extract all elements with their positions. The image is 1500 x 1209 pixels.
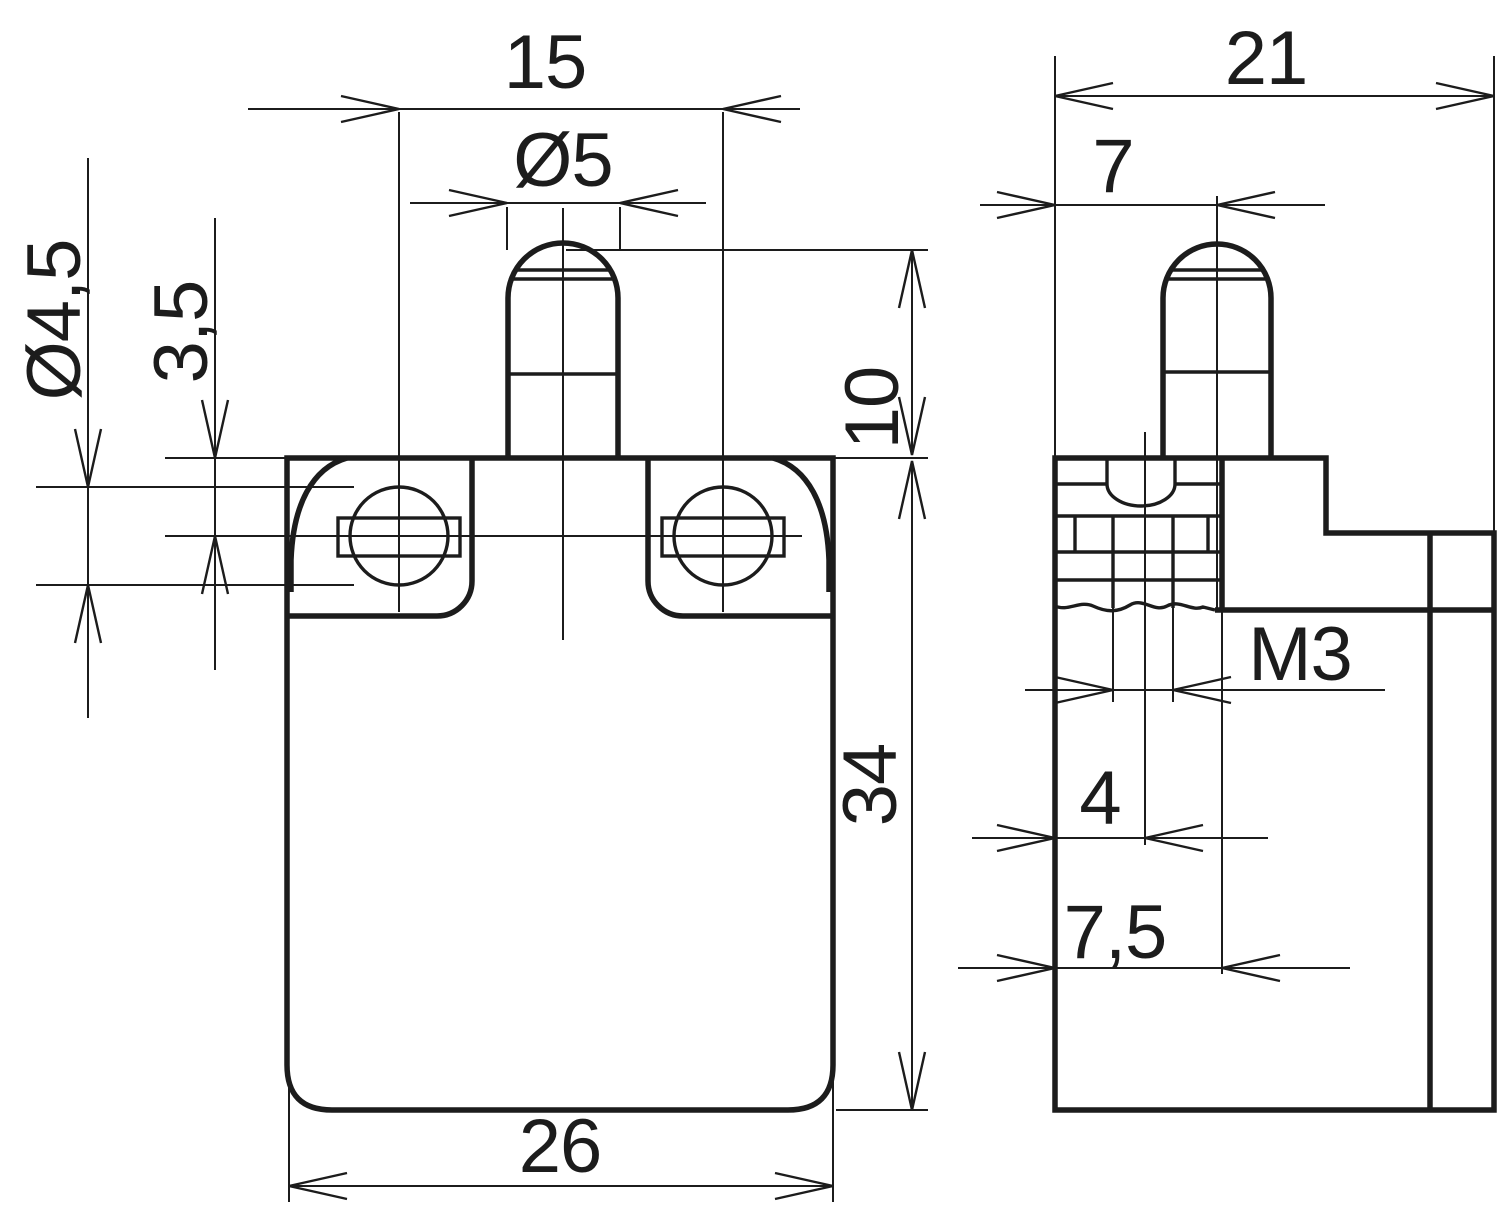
dim-label-plunger-diameter: Ø5	[513, 118, 612, 203]
dim-label-body-width: 26	[519, 1104, 602, 1189]
arrowhead	[1435, 81, 1495, 111]
front-screw-pocket-left	[288, 455, 475, 619]
dim-label-body-height: 34	[828, 744, 913, 827]
dim-label-thread-axis-offset: 4	[1079, 756, 1120, 841]
dim-terminal-thread: M3	[1025, 608, 1385, 705]
dim-thread-axis-offset: 4	[972, 756, 1268, 853]
arrowhead	[448, 188, 508, 218]
arrowhead	[996, 190, 1056, 220]
arrowhead	[200, 535, 230, 595]
arrowhead	[1216, 190, 1276, 220]
front-plunger	[505, 208, 621, 640]
arrowhead	[897, 249, 927, 309]
arrowhead	[897, 1051, 927, 1111]
dim-compartment-depth: 7,5	[958, 612, 1350, 983]
dim-body-width: 26	[288, 1075, 834, 1202]
arrowhead	[996, 953, 1056, 983]
pocket-left-inner	[436, 458, 475, 619]
arrowhead	[73, 428, 103, 488]
dim-screw-head-diameter: Ø4,5	[12, 158, 354, 718]
arrowhead	[1172, 675, 1232, 705]
arrowhead	[619, 188, 679, 218]
arrowhead	[1054, 81, 1114, 111]
dim-overall-depth: 21	[1054, 16, 1495, 531]
dim-plunger-height: 10	[566, 249, 928, 459]
arrowhead	[1221, 953, 1281, 983]
dim-label-plunger-height: 10	[830, 367, 915, 450]
dim-plunger-axis-offset: 7	[980, 124, 1325, 220]
arrowhead	[722, 94, 782, 124]
side-view	[1052, 196, 1497, 1113]
pocket-left-outer-curve	[288, 455, 348, 592]
arrowhead	[897, 396, 927, 456]
dim-label-overall-depth: 21	[1225, 16, 1308, 101]
arrowhead	[200, 399, 230, 459]
dim-plunger-diameter: Ø5	[410, 118, 706, 250]
dim-label-screw-spacing: 15	[504, 20, 587, 105]
dim-label-plunger-axis-offset: 7	[1092, 124, 1133, 209]
arrowhead	[288, 1171, 348, 1201]
arrowhead	[73, 584, 103, 644]
side-plunger	[1160, 196, 1274, 610]
dim-screw-spacing: 15	[248, 20, 800, 124]
front-view	[165, 112, 836, 1113]
side-body-outline	[1052, 455, 1497, 1113]
screw-recess-cup	[1105, 458, 1177, 508]
arrowhead	[340, 94, 400, 124]
dim-screw-axis-offset: 3,5	[139, 218, 289, 670]
pocket-right-inner	[645, 458, 684, 619]
arrowhead	[1144, 823, 1204, 853]
dim-label-screw-axis-offset: 3,5	[139, 281, 224, 384]
dim-label-compartment-depth: 7,5	[1064, 890, 1167, 975]
front-body-outline	[284, 455, 836, 1113]
arrowhead	[774, 1171, 834, 1201]
dim-label-terminal-thread: M3	[1248, 612, 1352, 697]
dim-body-height: 34	[828, 460, 928, 1111]
front-screw-pocket-right	[645, 455, 832, 619]
terminal-block	[1055, 432, 1225, 845]
dim-label-screw-head-diameter: Ø4,5	[12, 240, 97, 401]
pocket-right-outer-curve	[772, 455, 832, 592]
arrowhead	[897, 460, 927, 520]
terminal-break-line	[1054, 601, 1216, 613]
front-dimensions: 15 Ø5 Ø4,5 3,5	[12, 20, 928, 1202]
arrowhead	[1054, 675, 1114, 705]
side-dimensions: 21 7 M3 4 7	[958, 16, 1495, 983]
arrowhead	[996, 823, 1056, 853]
